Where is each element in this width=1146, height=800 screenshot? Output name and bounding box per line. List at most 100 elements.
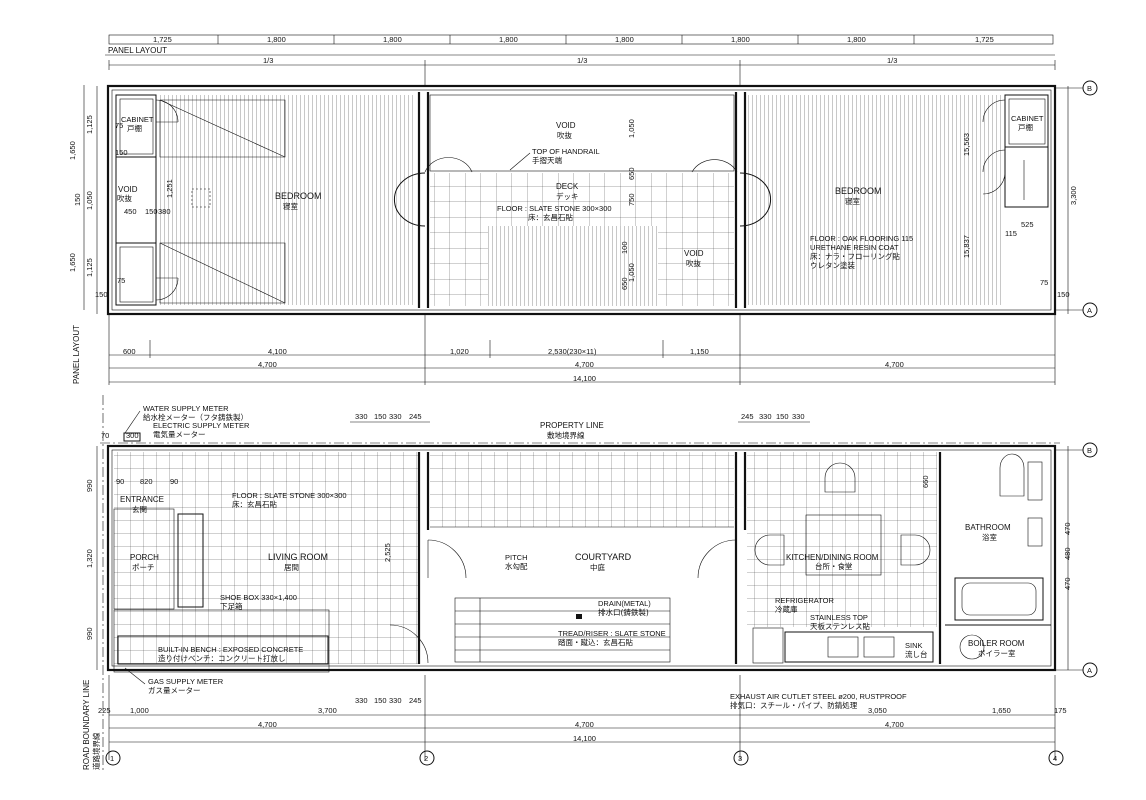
bathroom-label: BATHROOM	[965, 523, 1011, 532]
left-dim-3: 150	[115, 148, 128, 157]
gl-dim-0: 70	[101, 431, 109, 440]
floor-note-4: ウレタン塗装	[810, 260, 855, 270]
gb-l-2: 330	[389, 696, 402, 705]
dim-380: 380	[158, 207, 171, 216]
refrigerator-label-jp: 冷蔵庫	[775, 604, 798, 614]
bedroom-left-label: BEDROOM	[275, 191, 322, 201]
axis-a-top: A	[1087, 306, 1092, 315]
gb-d2-1: 4,700	[575, 720, 594, 729]
bdim-4: 1,150	[690, 347, 709, 356]
axis-4: 4	[1053, 754, 1057, 763]
living-room-label-jp: 居間	[284, 563, 299, 572]
ground-floor-plan: WATER SUPPLY METER 給水栓メーター（フタ鋳鉄製） ELECTR…	[82, 395, 1098, 770]
bench-label-jp: 造り付けベンチ：コンクリート打放し	[158, 653, 286, 663]
tread-label-jp: 踏面・蹴込：玄昌石貼	[558, 637, 633, 647]
dim-15563: 15,563	[962, 133, 971, 156]
bdim2-1: 4,700	[575, 360, 594, 369]
property-line-label-jp: 敷地境界線	[547, 430, 585, 440]
gb-l-3: 245	[409, 696, 422, 705]
deck-label-jp: デッキ	[556, 191, 579, 201]
living-room-label: LIVING ROOM	[268, 552, 328, 562]
kitchen-label: KITCHEN/DINING ROOM	[786, 553, 879, 562]
void-top-label-jp: 吹抜	[557, 130, 572, 140]
left-dim-1: 1,125	[85, 115, 94, 134]
bdim2-2: 4,700	[885, 360, 904, 369]
shoe-box-label-jp: 下足箱	[220, 601, 243, 611]
top-dim-2: 1,800	[383, 35, 402, 44]
top-dim-4: 1,800	[615, 35, 634, 44]
right-dim-0: 3,300	[1069, 186, 1078, 205]
gtop-r-3: 330	[792, 412, 805, 421]
top-dim-1: 1,800	[267, 35, 286, 44]
floor-note-2: URETHANE RESIN COAT	[810, 243, 899, 252]
dim-750: 750	[627, 193, 636, 206]
gas-meter-label: GAS SUPPLY METER	[148, 677, 224, 686]
porch-label-jp: ポーチ	[132, 563, 155, 572]
dim-115: 115	[1005, 229, 1017, 238]
floor-note-3: 床：ナラ・フローリング貼	[810, 251, 900, 261]
bdim2-0: 4,700	[258, 360, 277, 369]
axis-3: 3	[738, 754, 742, 763]
property-line-label: PROPERTY LINE	[540, 421, 604, 430]
right-dim-2: 75	[1040, 278, 1048, 287]
top-dim-5: 1,800	[731, 35, 750, 44]
gl-dim-1: 300	[126, 431, 139, 440]
third-0: 1/3	[263, 56, 273, 65]
shoe-box-label: SHOE BOX 330×1,400	[220, 593, 297, 602]
void-bottom-label-jp: 吹抜	[686, 258, 701, 268]
refrigerator-label: REFRIGERATOR	[775, 596, 834, 605]
gb-d1-5: 175	[1054, 706, 1067, 715]
gtop-r-0: 245	[741, 412, 754, 421]
top-dimension-strip: 1,725 1,800 1,800 1,800 1,800 1,800 1,80…	[108, 34, 1054, 45]
left-dim-2: 75	[115, 121, 123, 130]
dim-150: 150	[145, 207, 158, 216]
cabinet-right-label-jp: 戸棚	[1018, 122, 1033, 132]
top-dim-6: 1,800	[847, 35, 866, 44]
kitchen-label-jp: 台所・食堂	[815, 561, 853, 571]
top-dim-0: 1,725	[153, 35, 172, 44]
panel-layout-side-title: PANEL LAYOUT	[72, 325, 81, 384]
third-1: 1/3	[577, 56, 587, 65]
boiler-label-jp: ボイラー室	[978, 648, 1016, 658]
floor-note-1: FLOOR : OAK FLOORING 115	[810, 234, 913, 243]
btotal: 14,100	[573, 374, 596, 383]
panel-layout-title: PANEL LAYOUT	[108, 46, 167, 55]
left-dim-9: 150	[95, 290, 108, 299]
dim-2525: 2,525	[383, 543, 392, 562]
water-meter-label: WATER SUPPLY METER	[143, 404, 229, 413]
gl-dim-4: 90	[170, 477, 178, 486]
stair	[454, 597, 671, 663]
gl-dim-5: 990	[85, 479, 94, 492]
boiler-label: BOILER ROOM	[968, 639, 1025, 648]
left-dim-6: 1,650	[68, 253, 77, 272]
handrail-label-jp: 手摺天端	[532, 155, 562, 165]
void-left-label-jp: 吹抜	[117, 193, 132, 203]
cabinet-left-label-jp: 戸棚	[127, 123, 142, 133]
axis-b-bottom: B	[1087, 446, 1092, 455]
void-left-label: VOID	[118, 185, 138, 194]
deck-floor-label-jp: 床：玄昌石貼	[528, 212, 573, 222]
entrance-label: ENTRANCE	[120, 495, 164, 504]
left-dim-0: 1,650	[68, 141, 77, 160]
gl-dim-2: 90	[116, 477, 124, 486]
bdim-0: 600	[123, 347, 136, 356]
gl-dim-6: 1,320	[85, 549, 94, 568]
deck-floor-label: FLOOR : SLATE STONE 300×300	[497, 204, 612, 213]
gb-d1-4: 1,650	[992, 706, 1011, 715]
gb-l-0: 330	[355, 696, 368, 705]
drain-label: DRAIN(METAL)	[598, 599, 651, 608]
water-meter-label-jp: 給水栓メーター（フタ鋳鉄製）	[143, 412, 248, 422]
dim-525: 525	[1021, 220, 1034, 229]
courtyard-label: COURTYARD	[575, 552, 632, 562]
tread-label: TREAD/RISER : SLATE STONE	[558, 629, 666, 638]
stainless-label: STAINLESS TOP	[810, 613, 868, 622]
left-dim-7: 1,125	[85, 258, 94, 277]
dim-450: 450	[124, 207, 137, 216]
gl-dim-7: 990	[85, 627, 94, 640]
gtop-l-3: 245	[409, 412, 422, 421]
courtyard-floor	[430, 452, 734, 527]
exhaust-label: EXHAUST AIR CUTLET STEEL ø200, RUSTPROOF	[730, 692, 907, 701]
deck-label: DECK	[556, 182, 579, 191]
sink-label: SINK	[905, 641, 923, 650]
